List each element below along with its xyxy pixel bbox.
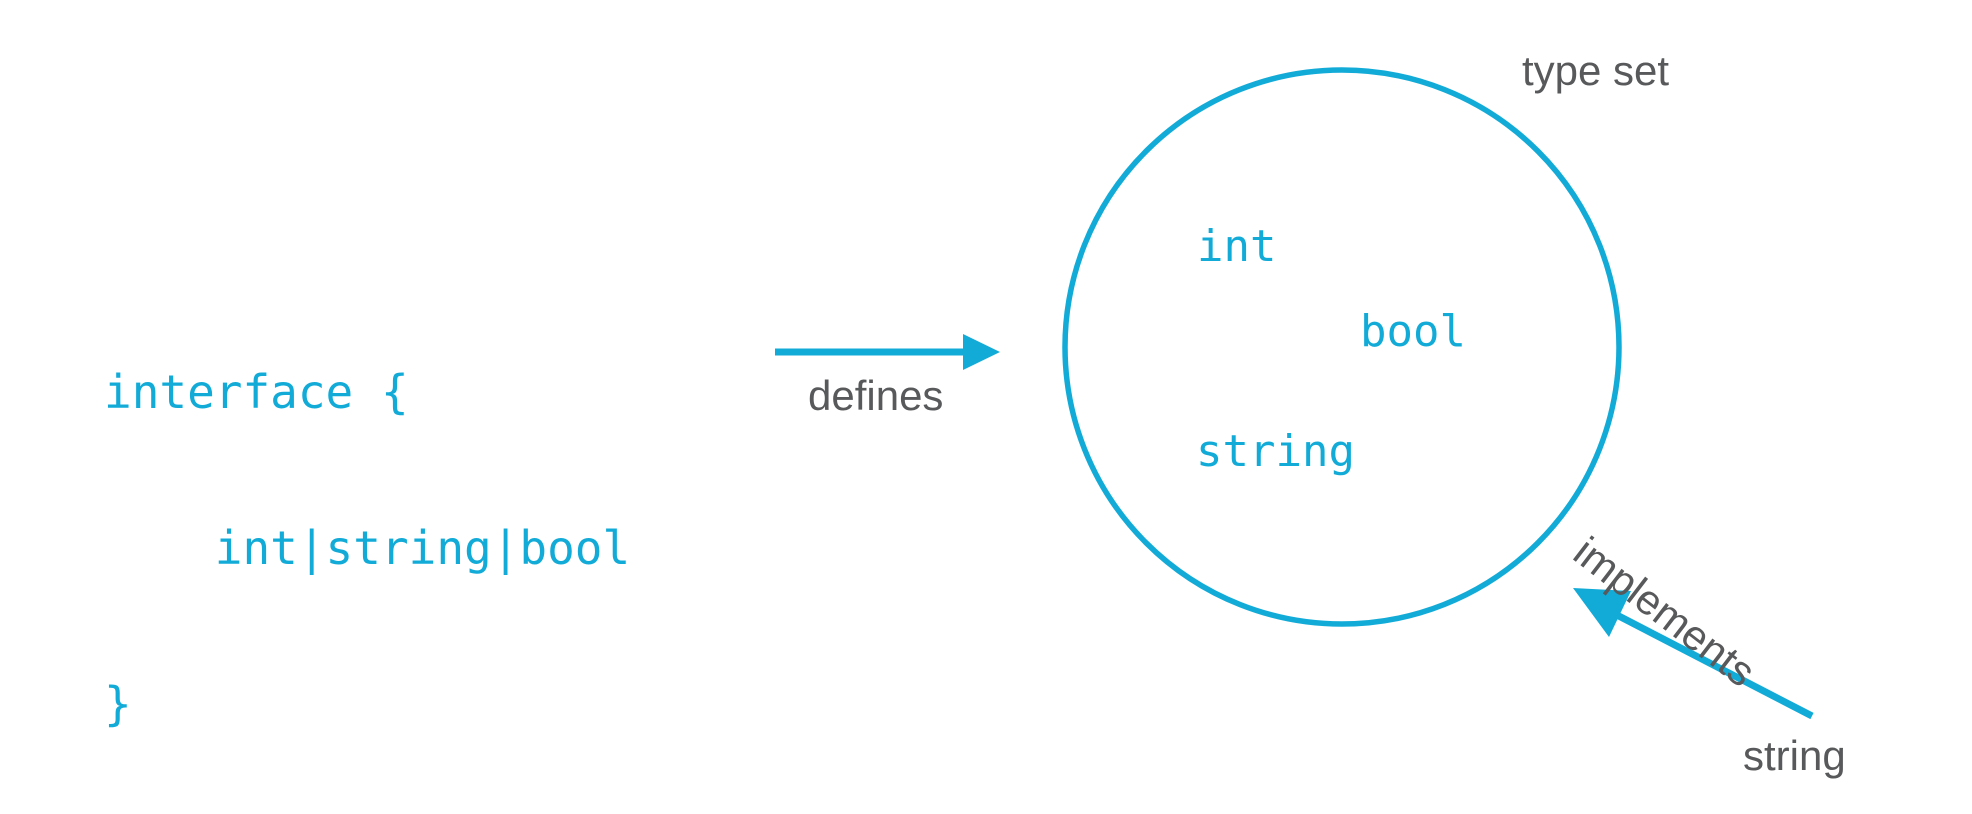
implements-arrow-shaft bbox=[1611, 609, 1814, 720]
type-set-label: type set bbox=[1522, 47, 1670, 94]
defines-arrow-head bbox=[963, 334, 1000, 370]
defines-label: defines bbox=[808, 372, 944, 419]
implements-arrow bbox=[1573, 588, 1814, 720]
type-set-circle bbox=[1062, 67, 1622, 627]
type-member-bool: bool bbox=[1360, 306, 1466, 357]
interface-code-block: interface { int|string|bool } bbox=[104, 262, 630, 814]
defines-arrow bbox=[775, 334, 1000, 370]
implements-arrow-head bbox=[1573, 588, 1631, 637]
implementing-type-string: string bbox=[1743, 732, 1846, 779]
type-member-int: int bbox=[1197, 221, 1277, 272]
code-line-2: int|string|bool bbox=[104, 521, 631, 575]
type-member-string: string bbox=[1196, 426, 1355, 477]
code-line-1: interface { bbox=[104, 365, 409, 419]
code-line-3: } bbox=[104, 677, 132, 731]
